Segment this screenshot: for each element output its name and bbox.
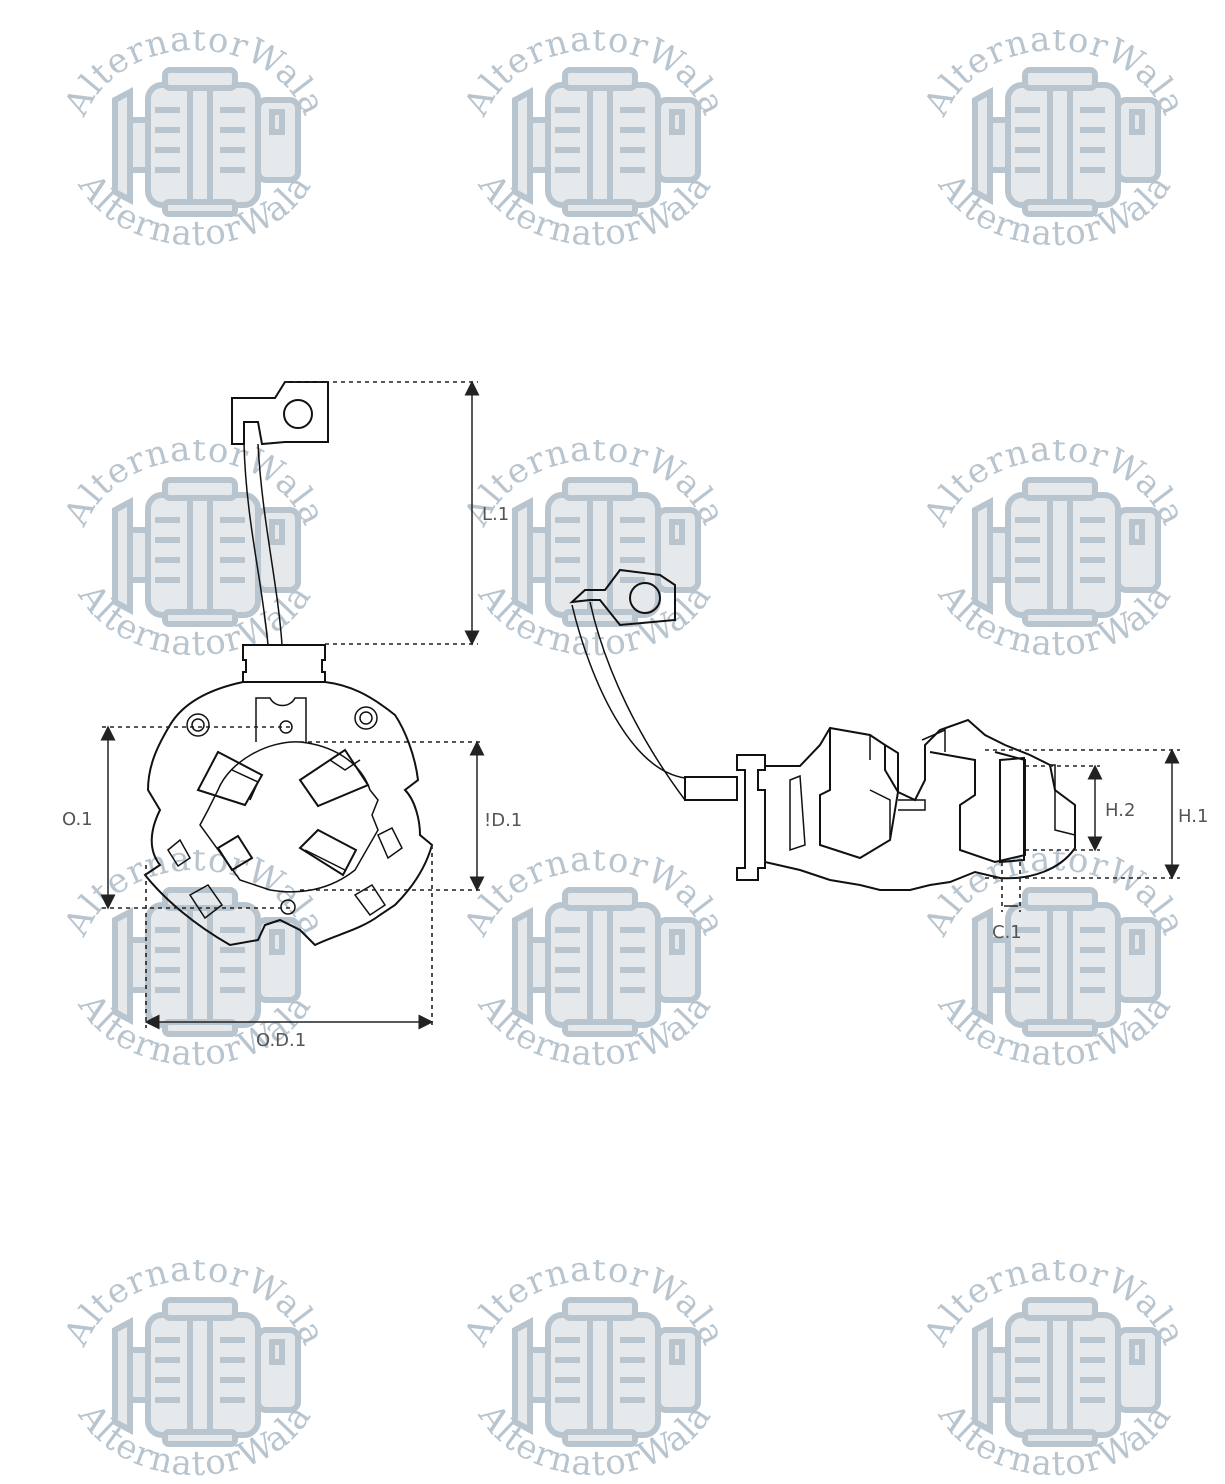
brush-box-1 [196, 750, 264, 807]
brush-box-3 [298, 828, 358, 877]
dim-label-od1: O.D.1 [256, 1030, 306, 1051]
alternator-icon [972, 477, 1161, 627]
brush-box-2 [298, 748, 370, 808]
technical-drawing: L.1 O.1 !D.1 O.D.1 H.2 H.1 C.1 [62, 380, 1208, 1051]
dim-label-o1: O.1 [62, 809, 93, 830]
side-dimensions [985, 748, 1180, 912]
dim-label-c1: C.1 [992, 922, 1022, 943]
dim-label-l1: L.1 [482, 504, 509, 525]
alternator-icon [512, 477, 701, 627]
alternator-icon [512, 67, 701, 217]
front-view [143, 381, 434, 947]
dim-label-id1: !D.1 [484, 810, 522, 831]
alternator-icon [972, 67, 1161, 217]
alternator-icon [972, 887, 1161, 1037]
side-view [569, 568, 1076, 891]
alternator-icon [112, 477, 301, 627]
dim-label-h2: H.2 [1105, 800, 1135, 821]
brush-box-4 [216, 834, 254, 872]
alternator-icon [112, 67, 301, 217]
front-dimensions [100, 380, 485, 1030]
dim-label-h1: H.1 [1178, 806, 1208, 827]
alternator-icon [512, 887, 701, 1037]
